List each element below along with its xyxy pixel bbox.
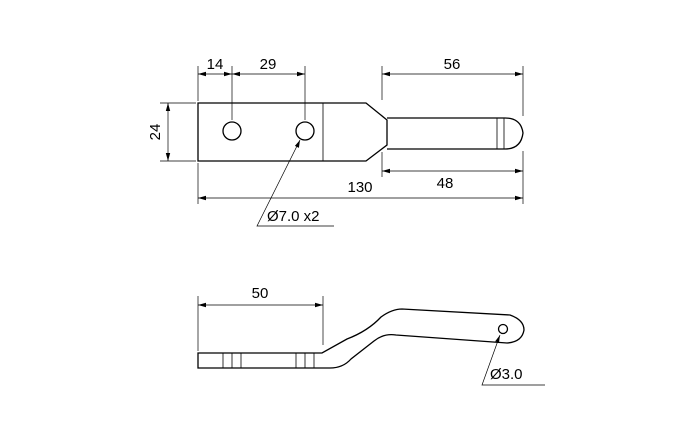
plate-outline	[197, 102, 388, 162]
pivot-hole	[497, 323, 509, 335]
top-view	[197, 102, 524, 162]
side-profile	[197, 308, 525, 369]
pin-outline	[387, 117, 524, 150]
side-dimensions: 50 Ø3.0	[197, 285, 545, 386]
hole-callout: Ø7.0 x2	[267, 208, 320, 225]
dim-overall-length: 130	[347, 179, 372, 196]
dim-width: 24	[147, 124, 164, 141]
dim-hole-offset: 14	[207, 56, 224, 73]
dim-side-length: 50	[252, 285, 269, 302]
small-hole-callout: Ø3.0	[490, 366, 523, 383]
dim-pin-length: 56	[444, 56, 461, 73]
dim-hole-pitch: 29	[260, 56, 277, 73]
mounting-hole	[295, 121, 315, 141]
side-view	[197, 308, 525, 369]
top-dimensions: 14 29 56 24 48 130 Ø7.0 x2	[147, 56, 524, 227]
dim-pin-reach: 48	[437, 175, 454, 192]
mounting-hole	[222, 121, 242, 141]
